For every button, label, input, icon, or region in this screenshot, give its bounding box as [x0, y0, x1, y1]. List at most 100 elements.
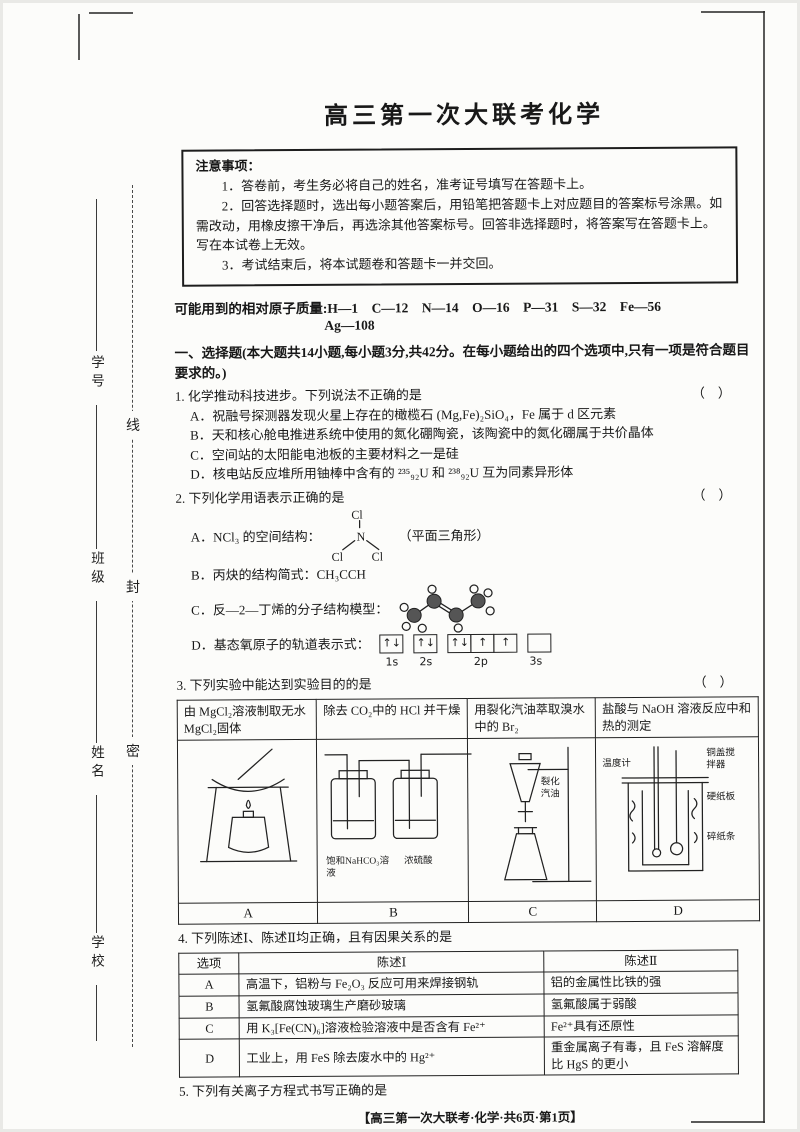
q3-answer-bracket: （ ）: [693, 674, 733, 691]
ncl3-bonds: [341, 520, 380, 551]
orbital-cell-2s: ↑↓: [413, 634, 438, 654]
butene-model-figure: [399, 584, 495, 633]
notice-item-2: 2．回答选择题时，选出每小题答案后，用铅笔把答题卡上对应题目的答案标号涂黑。如需…: [195, 195, 723, 253]
orbital-cell-2p-3: ↑: [493, 633, 518, 653]
fig-d-label-thermometer: 温度计: [602, 759, 631, 770]
q4-row-d: D 工业上，用 FeS 除去废水中的 Hg²⁺ 重金属离子有毒，且 FeS 溶解…: [179, 1036, 739, 1078]
orbital-cell-2p-2: ↑: [470, 633, 495, 653]
scan-edge-top-right: [701, 11, 765, 13]
fig-c-label-gasoline: 裂化汽油: [540, 777, 560, 800]
orbital-label-2p: 2p: [473, 654, 488, 668]
orbital-label-2s: 2s: [419, 655, 433, 669]
fig-wash-bottles: 饱和NaHCO₃溶液 浓硫酸: [323, 742, 473, 899]
fig-d-label-paper-scraps: 碎纸条: [706, 832, 736, 843]
notice-heading: 注意事项：: [195, 158, 261, 174]
notice-box: 注意事项： 1．答卷前，考生务必将自己的姓名，准考证号填写在答题卡上。 2．回答…: [181, 146, 739, 288]
q2-option-d-label: D．基态氧原子的轨道表示式：: [191, 636, 370, 653]
fig-d-label-stirrer: 铜盖搅拌器: [706, 748, 735, 771]
orbital-label-1s: 1s: [385, 655, 399, 669]
seal-char-secret: 密: [124, 737, 142, 765]
q3-col-b-header: 除去 CO₂中的 HCl 并干燥: [316, 698, 468, 740]
q4-table: 选项 陈述Ⅰ 陈述Ⅱ A 高温下，铝粉与 Fe₂O₃ 反应可用来焊接钢轨 铝的金…: [178, 949, 739, 1078]
q3-letter-c: C: [468, 901, 597, 923]
q2-option-d: D．基态氧原子的轨道表示式： ↑↓ ↑↓ ↑↓ ↑ ↑: [176, 632, 758, 672]
orbital-cell-2p-1: ↑↓: [447, 633, 472, 654]
q2-answer-bracket: （ ）: [692, 486, 732, 503]
fig-separating-funnel: 裂化汽油: [474, 742, 592, 899]
fig-b-label-nahco3: 饱和NaHCO₃溶液: [326, 856, 390, 879]
ncl3-atom-cl-top: Cl: [351, 508, 363, 523]
q1-answer-bracket: （ ）: [691, 385, 731, 401]
orbital-diagram: ↑↓ ↑↓ ↑↓ ↑ ↑ 1s 2s: [379, 633, 552, 671]
q4-row-b-statement-1: 氢氟酸腐蚀玻璃生产磨砂玻璃: [239, 994, 545, 1018]
q4-row-c-option: C: [179, 1017, 240, 1040]
seal-rule: [96, 405, 97, 549]
seal-field-name: 姓名: [89, 745, 104, 782]
fig-calorimeter: 温度计 铜盖搅拌器 硬纸板 碎纸条: [602, 741, 753, 898]
q3-letter-b: B: [317, 901, 470, 924]
ncl3-atom-cl-left: Cl: [331, 550, 344, 565]
page-title: 高三第一次大联考化学: [324, 102, 605, 130]
q5-stem-row: 5. 下列有关离子方程式书写正确的是: [179, 1080, 761, 1102]
q3-letter-a: A: [178, 902, 318, 925]
scan-edge-top-left: [89, 12, 133, 14]
q1-stem: 1. 化学推动科技进步。下列说法不正确的是: [174, 386, 422, 404]
orbital-label-3s: 3s: [529, 654, 543, 668]
seal-rule: [96, 795, 97, 933]
q5-stem: 5. 下列有关离子方程式书写正确的是: [179, 1082, 388, 1100]
seal-dashed-line: [132, 185, 133, 1047]
separating-funnel-drawing: [504, 747, 592, 883]
q4-row-a-option: A: [178, 974, 240, 997]
q4-row-d-statement-2: 重金属离子有毒，且 FeS 溶解度比 HgS 的更小: [544, 1036, 739, 1076]
q2-stem: 2. 下列化学用语表示正确的是: [175, 489, 345, 506]
q3-col-a-header: 由 MgCl₂溶液制取无水 MgCl₂固体: [177, 699, 317, 741]
atomic-mass-line: 可能用到的相对原子质量:H—1 C—12 N—14 O—16 P—31 S—32…: [174, 299, 662, 318]
q4-row-d-option: D: [179, 1039, 240, 1078]
q3-stem: 3. 下列实验中能达到实验目的的是: [176, 676, 372, 694]
q4-row-b-statement-2: 氢氟酸属于弱酸: [544, 992, 739, 1016]
q4-header-statement-1: 陈述Ⅰ: [239, 950, 545, 975]
calorimeter-drawing: [621, 746, 710, 873]
fig-evaporation: [184, 743, 311, 900]
seal-char-line: 线: [124, 411, 142, 439]
q4-row-d-statement-1: 工业上，用 FeS 除去废水中的 Hg²⁺: [239, 1037, 545, 1078]
q4-row-b-option: B: [179, 995, 240, 1018]
seal-rule: [96, 199, 97, 351]
fig-d-label-cardboard: 硬纸板: [706, 792, 736, 803]
wash-bottles-drawing: [324, 753, 473, 840]
atomic-mass-line-2: Ag—108: [324, 317, 375, 334]
exam-content: 高三第一次大联考化学 注意事项： 1．答卷前，考生务必将自己的姓名，准考证号填写…: [173, 93, 761, 1128]
seal-field-class: 班级: [89, 551, 104, 588]
q4-header-statement-2: 陈述Ⅱ: [543, 949, 738, 973]
ncl3-atom-n: N: [356, 530, 366, 545]
q4-stem: 4. 下列陈述Ⅰ、陈述Ⅱ均正确，且有因果关系的是: [178, 929, 453, 946]
q4-row-c-statement-1: 用 K₃[Fe(CN)₆]溶液检验溶液中是否含有 Fe²⁺: [239, 1015, 545, 1040]
q4-row-a-statement-2: 铝的金属性比铁的强: [544, 971, 738, 995]
q2-option-c: C．反—2—丁烯的分子结构模型：: [176, 582, 758, 636]
scanned-exam-page: 学号 班级 姓名 学校 线 封 密 高三第一次大联考化学 注意事项： 1．答卷前…: [3, 3, 797, 1129]
q2-option-c-label: C．反—2—丁烯的分子结构模型：: [191, 601, 389, 618]
q3-col-d-header: 盐酸与 NaOH 溶液反应中和热的测定: [595, 696, 759, 739]
fig-b-label-h2so4: 浓硫酸: [404, 856, 433, 867]
q3-letter-d: D: [596, 900, 760, 922]
seal-field-student-number: 学号: [89, 355, 104, 392]
q1-option-d: D．核电站反应堆所用铀棒中含有的 ²³⁵₉₂U 和 ²³⁸₉₂U 互为同素异形体: [190, 464, 574, 482]
scan-edge-right: [763, 11, 765, 1123]
q4-stem-row: 4. 下列陈述Ⅰ、陈述Ⅱ均正确，且有因果关系的是: [178, 926, 760, 948]
orbital-cell-3s: [527, 633, 552, 653]
scan-edge-bottom-right: [691, 1121, 765, 1123]
q3-table: 由 MgCl₂溶液制取无水 MgCl₂固体 除去 CO₂中的 HCl 并干燥 用…: [177, 696, 760, 925]
ncl3-structure-figure: Cl N Cl Cl: [326, 507, 392, 565]
page-footer: 【高三第一次大联考·化学·共6页·第1页】: [357, 1110, 583, 1126]
notice-item-1: 1．答卷前，考生务必将自己的姓名，准考证号填写在答题卡上。: [221, 176, 593, 194]
q2-option-a-note: （平面三角形）: [398, 527, 490, 544]
q4-row-a-statement-1: 高温下，铝粉与 Fe₂O₃ 反应可用来焊接钢轨: [239, 972, 545, 996]
q2-option-a-label: A．NCl₃ 的空间结构：: [190, 528, 321, 545]
evaporation-apparatus-drawing: [200, 748, 298, 863]
seal-rule: [96, 985, 97, 1041]
seal-field-school: 学校: [89, 935, 104, 972]
ncl3-atom-cl-right: Cl: [371, 549, 384, 564]
notice-item-3: 3．考试结束后，将本试题卷和答题卡一并交回。: [221, 255, 502, 273]
q4-row-c-statement-2: Fe²⁺具有还原性: [544, 1014, 739, 1038]
orbital-cell-1s: ↑↓: [379, 634, 404, 654]
